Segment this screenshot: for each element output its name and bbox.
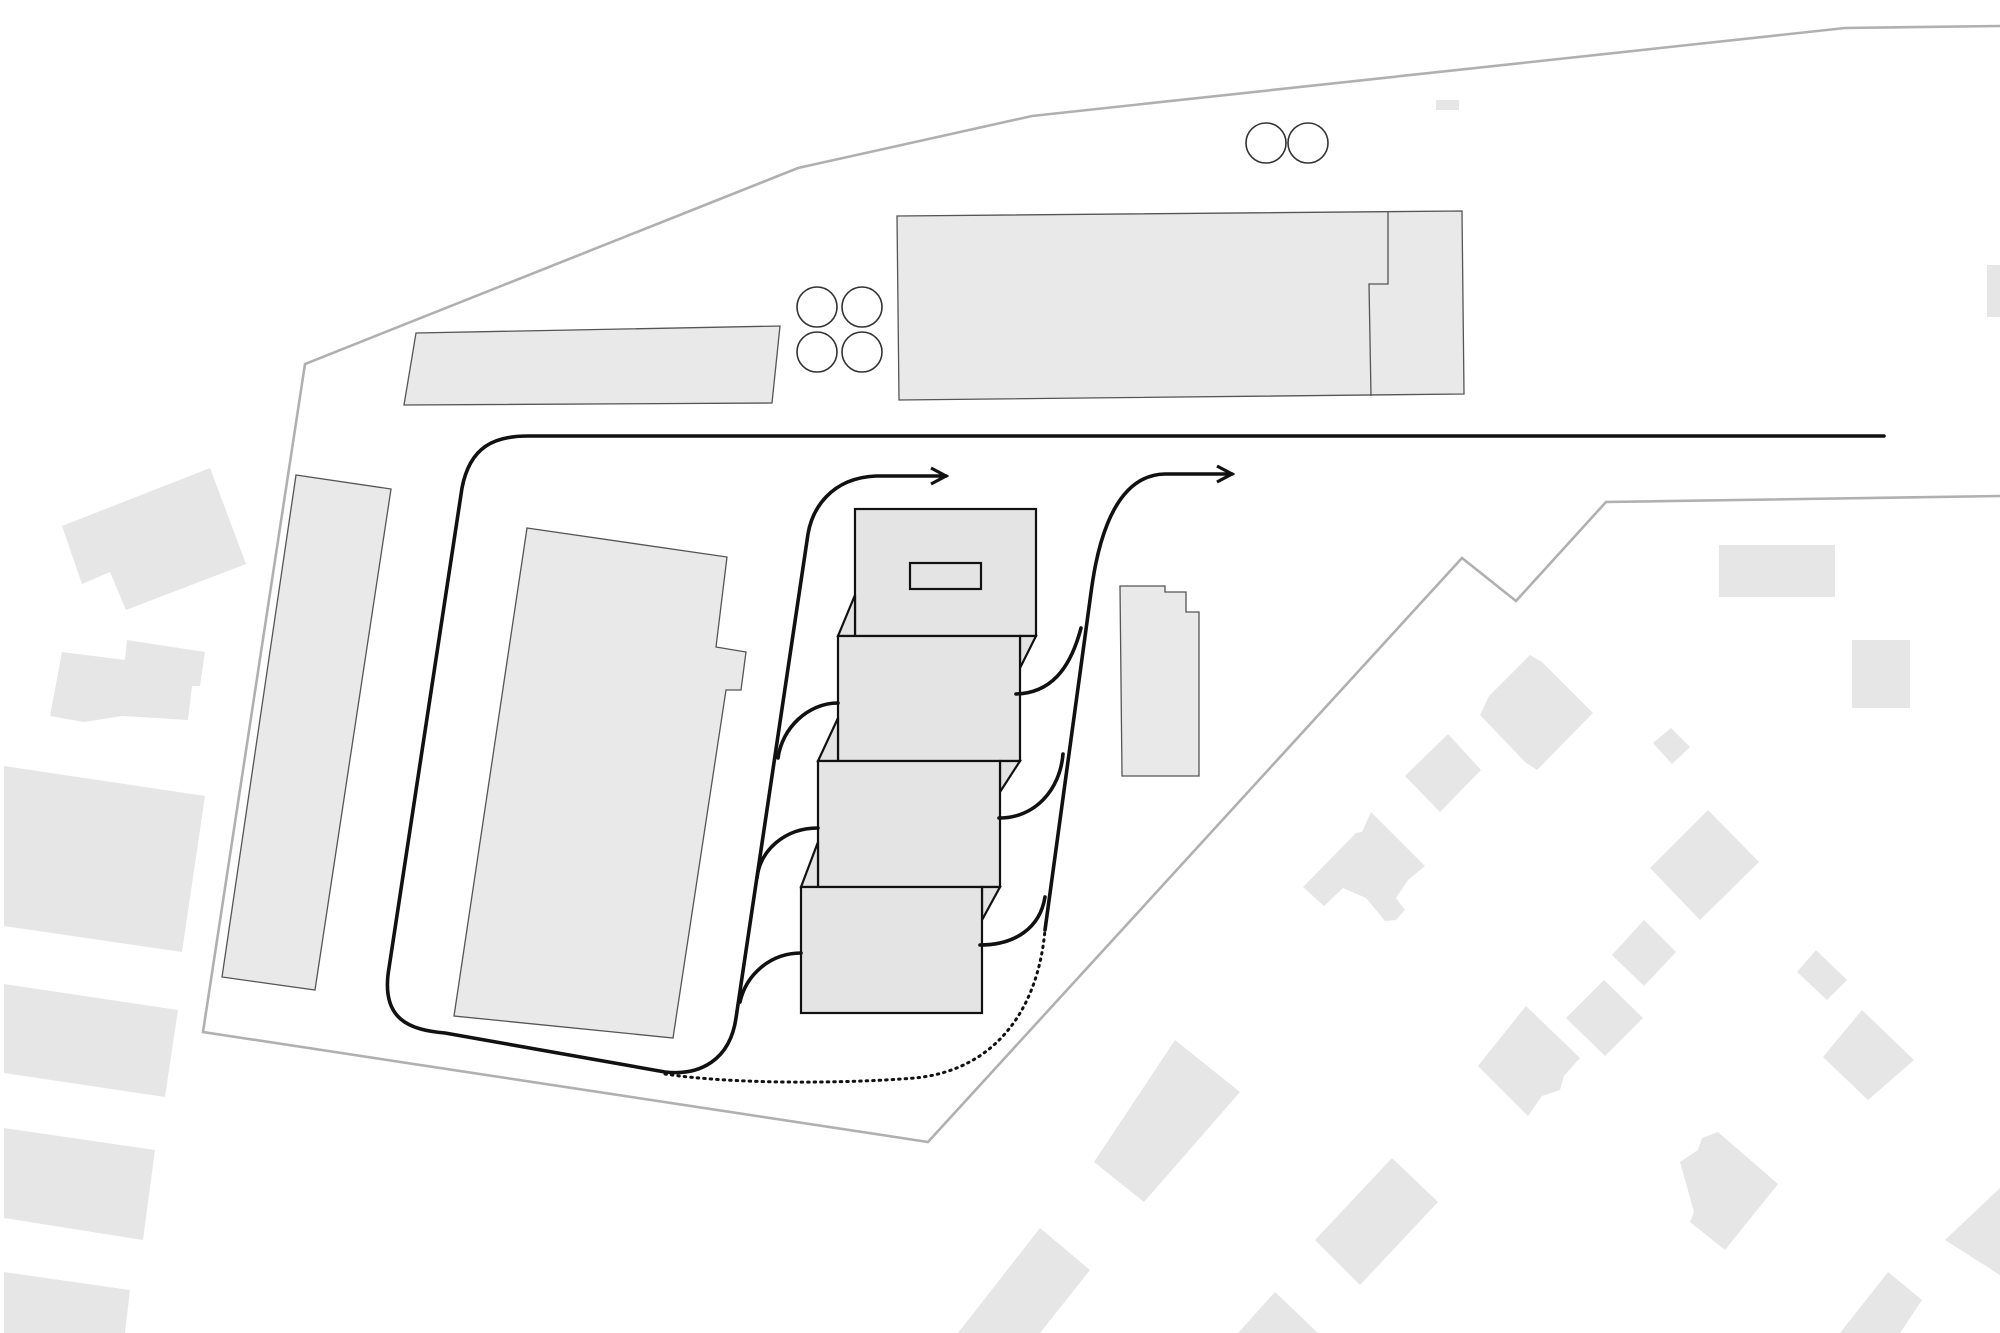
neighbouring-buildings [4,100,2000,1333]
neighbouring-building [1566,980,1643,1056]
circulation [385,434,1886,1084]
unit-connection-facet [998,759,1023,796]
unit-connector [1014,626,1083,696]
neighbouring-building [1303,812,1425,921]
stepped-building [799,507,1038,1015]
neighbouring-building [1653,728,1690,764]
neighbouring-building [1945,1188,2000,1275]
building-unit-4 [853,507,1038,638]
existing-building [453,527,747,1039]
building-unit-3 [836,634,1022,763]
existing-building-annex-line [1368,212,1389,397]
branch-route [1043,474,1232,932]
main-access-route [385,434,1886,1075]
neighbouring-building [1823,1010,1914,1100]
dotted-footpath [663,928,1047,1084]
neighbouring-building [1987,265,2000,317]
unit-connector [978,895,1047,947]
neighbouring-building [4,1272,130,1333]
existing-building [403,325,781,406]
neighbouring-building [1680,1132,1778,1250]
neighbouring-building [4,1128,155,1240]
neighbouring-building [1094,1040,1240,1202]
tree-icon [841,331,883,373]
unit-connector [755,826,820,880]
neighbouring-building [1436,100,1459,110]
building-unit-1 [799,885,984,1015]
neighbouring-building [4,766,205,952]
neighbouring-building [1238,1292,1318,1333]
tree-icon [796,331,838,373]
neighbouring-building [1480,655,1593,770]
unit-connector [776,701,840,760]
neighbouring-building [50,640,205,722]
trees [796,122,1329,373]
neighbouring-building [62,468,246,610]
neighbouring-building [1478,1006,1580,1116]
neighbouring-building [1650,810,1759,920]
unit-connection-facet [799,841,820,889]
tree-icon [1287,122,1329,164]
unit-connection-facet [980,885,1002,921]
existing-building [221,474,392,991]
tree-icon [796,286,838,328]
tree-icon [1245,122,1287,164]
existing-buildings [221,210,1465,1039]
site-boundary [201,24,2000,1144]
neighbouring-building [958,1228,1090,1333]
neighbouring-building [1719,545,1835,597]
neighbouring-building [4,984,178,1097]
neighbouring-building [1315,1158,1438,1285]
tree-icon [841,286,883,328]
neighbouring-building [1405,734,1481,812]
neighbouring-building [1797,950,1847,1000]
existing-building [896,210,1465,401]
neighbouring-building [1852,640,1910,708]
unit-connection-facet [1018,634,1038,669]
building-unit-2 [816,759,1002,889]
unit-connection-facet [816,717,840,763]
existing-building [1119,585,1200,777]
unit-connector [738,951,803,1004]
neighbouring-building [1612,920,1676,986]
unit-connector [997,752,1065,820]
unit-connection-facet [836,594,857,638]
neighbouring-building [1840,1272,1922,1333]
